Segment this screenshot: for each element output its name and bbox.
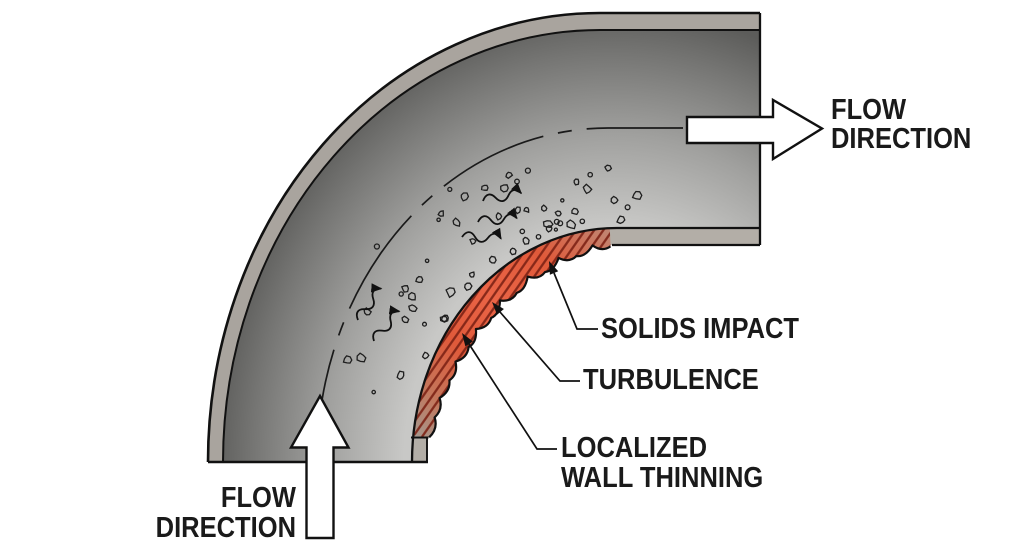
leader-arrowhead-icon — [462, 333, 473, 347]
solid-particle — [522, 236, 530, 245]
solid-particle — [488, 255, 497, 264]
callout-leaders — [468, 272, 598, 450]
solid-particle — [624, 204, 631, 211]
turbulence-arrow-icon — [461, 227, 502, 243]
outer-wall-inner-line — [222, 29, 760, 463]
solid-particle — [573, 178, 580, 186]
solid-particle — [356, 352, 367, 363]
solid-particle — [560, 198, 565, 203]
solid-particle — [452, 217, 461, 227]
solid-particle — [524, 167, 532, 174]
solid-particle — [415, 275, 424, 284]
solid-particle — [535, 233, 542, 240]
solid-particle — [469, 238, 477, 246]
solid-particle — [480, 184, 489, 191]
solid-particle — [401, 315, 410, 324]
erosion-hatch — [413, 228, 611, 438]
flow-arrow-up-icon — [288, 393, 351, 540]
solid-particle — [542, 220, 554, 228]
flow-direction-bottom-line2: DIRECTION — [155, 512, 296, 544]
solid-particle — [447, 186, 453, 193]
turbulence-arrow-icon — [355, 283, 383, 321]
solid-particle — [408, 291, 416, 301]
solid-particle — [436, 217, 441, 223]
flow-direction-bottom-line1: FLOW — [220, 482, 296, 514]
localized-leader — [468, 343, 557, 450]
solid-particle — [566, 219, 577, 230]
solid-particle — [545, 225, 553, 233]
leader-arrowhead-icon — [549, 261, 559, 275]
solid-particle — [400, 285, 410, 293]
solid-particle — [587, 171, 594, 178]
solid-particle — [582, 183, 593, 195]
flow-direction-top-line1: FLOW — [831, 94, 907, 126]
leader-arrowhead-icon — [492, 302, 504, 315]
solid-particle — [398, 291, 404, 297]
flow-arrow-right-icon — [685, 97, 825, 162]
solid-particle — [437, 210, 444, 217]
inner-wall-stub-lines — [411, 436, 429, 462]
turbulence-label: TURBULENCE — [583, 364, 759, 396]
solid-particle — [519, 228, 526, 235]
flow-direction-label-bottom: FLOW DIRECTION — [155, 483, 296, 543]
flow-direction-label-top: FLOW DIRECTION — [831, 96, 971, 154]
solid-particle — [468, 271, 475, 278]
turbulence-arrows — [355, 182, 523, 342]
solid-particle — [460, 192, 470, 202]
solid-particle — [424, 258, 430, 264]
solid-particle — [440, 314, 449, 323]
pipe-centerline — [316, 127, 683, 461]
solid-particle — [421, 321, 428, 327]
callout-arrowheads — [462, 261, 559, 347]
solid-particle — [373, 243, 381, 250]
solid-particle — [342, 355, 353, 364]
solid-particle — [371, 389, 377, 395]
outer-wall-outline — [206, 11, 760, 463]
pipe-interior — [223, 30, 760, 462]
localized-line1: LOCALIZED — [561, 432, 708, 464]
solid-particle — [439, 315, 448, 323]
solids-particles — [342, 164, 643, 395]
solid-particle — [631, 190, 643, 201]
solid-particle — [604, 164, 613, 172]
solid-particle — [571, 207, 580, 216]
solid-particle — [505, 171, 514, 180]
outer-wall — [208, 13, 760, 462]
solid-particle — [553, 227, 559, 232]
solids-impact-leader — [553, 272, 598, 330]
solid-particle — [500, 184, 509, 193]
solid-particle — [509, 247, 517, 256]
solid-particle — [541, 204, 548, 212]
solid-particle — [557, 220, 564, 227]
solid-particle — [610, 195, 619, 205]
solids-impact-label: SOLIDS IMPACT — [601, 313, 800, 345]
solid-particle — [464, 282, 473, 291]
solid-particle — [495, 212, 503, 221]
localized-wall-thinning-label: LOCALIZED WALL THINNING — [561, 433, 763, 493]
solid-particle — [616, 215, 626, 225]
inner-wall-surface-line — [410, 226, 760, 463]
solid-particle — [396, 370, 405, 381]
solid-particle — [408, 304, 418, 312]
turbulence-leader — [499, 311, 580, 382]
solid-particle — [523, 206, 530, 214]
solid-particle — [579, 218, 586, 225]
solid-particle — [421, 351, 430, 360]
solid-particle — [553, 218, 560, 225]
solid-particle — [554, 210, 562, 217]
flow-direction-top-line2: DIRECTION — [831, 123, 972, 155]
localized-line2: WALL THINNING — [561, 462, 764, 494]
turbulence-arrow-icon — [372, 305, 401, 342]
turbulence-arrow-icon — [477, 207, 518, 226]
solid-particle — [445, 287, 456, 299]
turbulence-arrow-icon — [482, 182, 523, 202]
